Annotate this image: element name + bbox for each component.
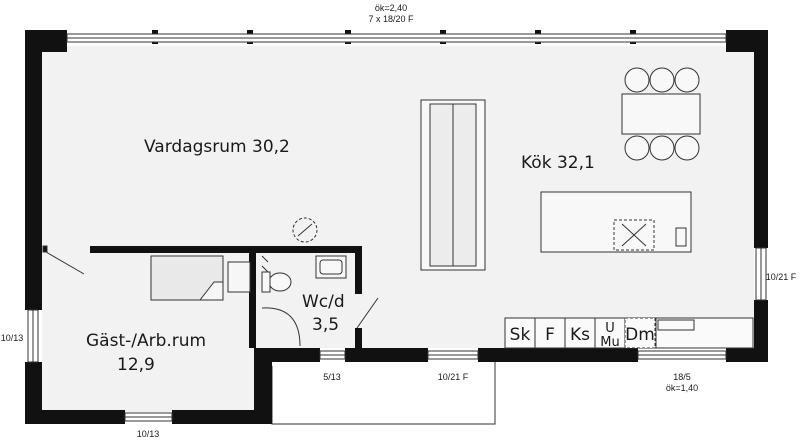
microwave-box (594, 317, 626, 349)
kitchen-label: Kök 32,1 (521, 153, 595, 173)
sink-box (504, 317, 536, 349)
bottom-windows (124, 350, 727, 422)
plant-icon (292, 217, 318, 243)
appliance-sk-label: Sk (510, 325, 531, 345)
appliance-ks-label: Ks (570, 325, 590, 345)
bottom-right-window-height-label: ök=1,40 (666, 383, 698, 393)
top-windows (66, 33, 727, 43)
appliance-u-label: U (605, 321, 615, 336)
appliances (504, 317, 656, 349)
bottom-mid-window-label: 10/21 F (438, 372, 469, 382)
fridge-box (534, 317, 566, 349)
interior-walls (90, 246, 362, 348)
appliance-mu-label: Mu (600, 335, 619, 350)
left-window-label: 10/13 (1, 333, 24, 343)
top-window-height-label: ök=2,40 (375, 3, 407, 13)
dining-table (621, 67, 701, 161)
staircase (420, 99, 486, 271)
wc-fixtures (261, 255, 347, 347)
right-window (755, 247, 767, 301)
guest-door (42, 245, 85, 275)
wc-label: Wc/d (302, 292, 345, 312)
guest-bed (150, 255, 251, 301)
guest-room-area: 12,9 (117, 355, 155, 375)
kitchen-island (540, 191, 692, 253)
wc-door (356, 297, 379, 329)
bottom-right-window-label: 18/5 (673, 372, 691, 382)
guest-room-label: Gäst-/Arb.rum (86, 331, 206, 351)
terrace-outline (271, 358, 496, 425)
exterior-walls (25, 30, 768, 424)
living-room-label: Vardagsrum 30,2 (144, 137, 290, 157)
bottom-left-window-label: 10/13 (137, 429, 160, 439)
right-window-label: 10/21 F (766, 272, 797, 282)
appliance-f-label: F (545, 325, 555, 345)
dishwasher-box (624, 317, 656, 349)
top-window-size-label: 7 x 18/20 F (368, 14, 414, 24)
left-window (27, 309, 39, 363)
wc-window-label: 5/13 (323, 372, 341, 382)
appliance-dm-label: Dm (625, 325, 655, 345)
wc-area: 3,5 (312, 315, 339, 335)
